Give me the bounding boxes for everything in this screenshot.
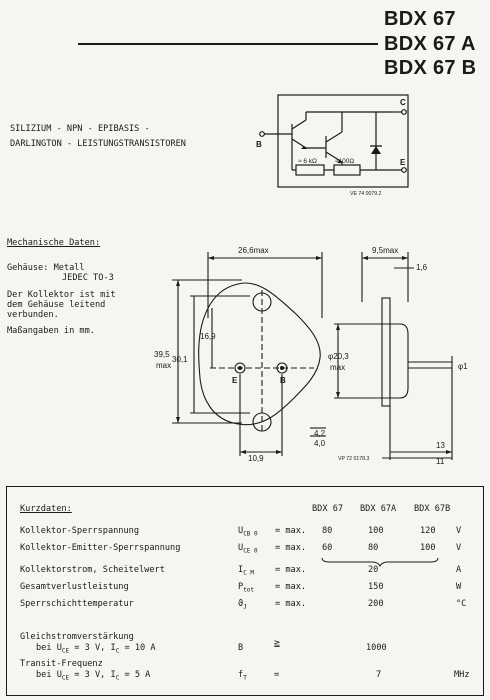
row-value-bdx67: 80 [322, 526, 333, 536]
circuit-label-e: E [400, 158, 406, 167]
header-rule [78, 43, 378, 46]
package-top-view: 26,6max 39,5 max 30,1 16,9 10,9 4,2 4,0 … [150, 238, 330, 468]
collector-line1: Der Kollektor ist mit [7, 290, 116, 300]
side-dim-203: φ20,3 [328, 352, 349, 361]
dim-301: 30,1 [172, 355, 188, 364]
row-unit: V [456, 543, 462, 553]
dim-42: 4,2 [314, 429, 326, 438]
row-value-bdx67a: 100 [368, 526, 384, 536]
gain-symbol: B [238, 643, 244, 653]
freq-relation: = [274, 670, 280, 680]
row-label: Kollektor-Emitter-Sperrspannung [20, 543, 181, 553]
housing-line2: JEDEC TO-3 [62, 273, 114, 283]
circuit-r1: ≈ 6 kΩ [298, 158, 317, 165]
freq-unit: MHz [454, 670, 470, 680]
row-value-bdx67a: 20 [368, 565, 379, 575]
row-unit: W [456, 582, 462, 592]
row-label: Kollektorstrom, Scheitelwert [20, 565, 165, 575]
gain-condition: bei UCE = 3 V, IC = 10 A [36, 643, 156, 655]
row-unit: V [456, 526, 462, 536]
values-brace-icon [321, 557, 439, 568]
description-line1: SILIZIUM - NPN - EPIBASIS - [10, 124, 150, 134]
dim-width: 26,6max [238, 246, 269, 255]
housing-line1: Gehäuse: Metall [7, 263, 85, 273]
row-relation: = max. [275, 565, 307, 575]
pin-e-label: E [232, 376, 238, 385]
col-bdx67: BDX 67 [312, 504, 344, 514]
circuit-ref: VE 74 0079.2 [350, 191, 382, 197]
title-bdx67b: BDX 67 B [384, 57, 477, 79]
row-relation: = max. [275, 543, 307, 553]
freq-label: Transit-Frequenz [20, 659, 103, 669]
gain-label: Gleichstromverstärkung [20, 632, 134, 642]
freq-condition: bei UCE = 3 V, IC = 5 A [36, 670, 151, 682]
freq-symbol: fT [238, 670, 247, 682]
row-unit: °C [456, 599, 467, 609]
row-unit: A [456, 565, 462, 575]
kurzdaten-box [6, 486, 484, 696]
row-symbol: IC M [238, 565, 255, 577]
freq-value: 7 [376, 670, 382, 680]
kurzdaten-heading: Kurzdaten: [20, 504, 72, 514]
dim-height-max: 39,5 [154, 350, 170, 359]
units-note: Maßangaben in mm. [7, 326, 95, 336]
gain-value: 1000 [366, 643, 387, 653]
to3-top-view-icon [172, 252, 326, 456]
row-relation: = max. [275, 599, 307, 609]
dim-109: 10,9 [248, 454, 264, 463]
pin-b-label: B [280, 376, 286, 385]
row-label: Gesamtverlustleistung [20, 582, 129, 592]
row-label: Sperrschichttemperatur [20, 599, 134, 609]
title-bdx67: BDX 67 [384, 8, 456, 30]
collector-line2: dem Gehäuse leitend [7, 300, 106, 310]
side-dim-95: 9,5max [372, 246, 399, 255]
circuit-label-b: B [256, 140, 262, 149]
collector-line3: verbunden. [7, 310, 59, 320]
circuit-diagram: B C E ≈ 6 kΩ ≈100Ω VE 74 0079.2 [252, 92, 412, 204]
row-value-bdx67a: 80 [368, 543, 379, 553]
side-dim-13: 13 [436, 441, 445, 450]
side-dim-phi1: φ1 [458, 362, 468, 371]
side-dim-11: 11 [436, 457, 445, 466]
dim-40: 4,0 [314, 439, 326, 448]
darlington-circuit-icon [259, 94, 409, 188]
row-symbol: Ptot [238, 582, 255, 594]
row-relation: = max. [275, 526, 307, 536]
row-value-bdx67a: 200 [368, 599, 384, 609]
row-label: Kollektor-Sperrspannung [20, 526, 139, 536]
circuit-label-c: C [400, 98, 406, 107]
circuit-r2: ≈100Ω [335, 158, 355, 165]
row-value-bdx67b: 100 [420, 543, 436, 553]
row-symbol: ϑJ [238, 599, 247, 611]
row-symbol: UCE 0 [238, 543, 258, 555]
col-bdx67a: BDX 67A [360, 504, 397, 514]
drawing-ref: VP 72 0178.3 [338, 456, 370, 462]
dim-169: 16,9 [200, 332, 216, 341]
row-symbol: UCB 0 [238, 526, 258, 538]
row-relation: = max. [275, 582, 307, 592]
gain-relation: ≧ [274, 638, 281, 649]
side-dim-203-label: max [330, 363, 346, 372]
to3-side-view-icon [334, 252, 453, 460]
side-dim-16: 1,6 [416, 263, 428, 272]
dim-height-max-label: max [156, 361, 172, 370]
mechanical-heading: Mechanische Daten: [7, 238, 101, 248]
title-bdx67a: BDX 67 A [384, 33, 476, 55]
description-line2: DARLINGTON - LEISTUNGSTRANSISTOREN [10, 139, 186, 149]
row-value-bdx67: 60 [322, 543, 333, 553]
row-value-bdx67b: 120 [420, 526, 436, 536]
package-side-view: 9,5max 1,6 φ20,3 max φ1 13 11 [326, 238, 486, 468]
col-bdx67b: BDX 67B [414, 504, 451, 514]
row-value-bdx67a: 150 [368, 582, 384, 592]
